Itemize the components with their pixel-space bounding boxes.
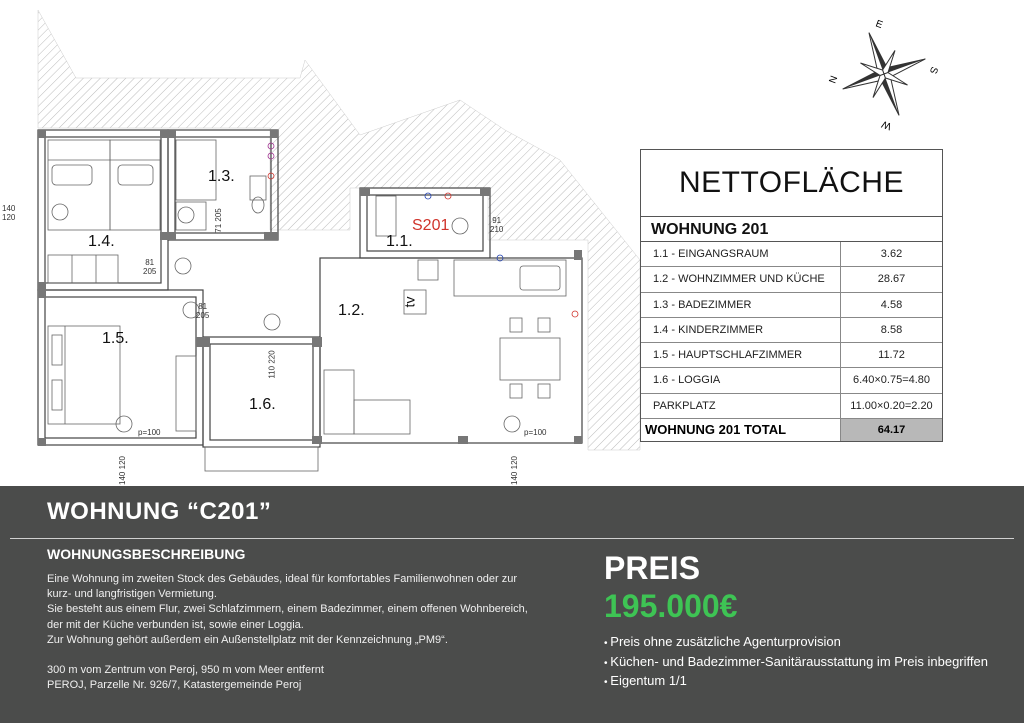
table-row: 1.3 - BADEZIMMER 4.58 [641,292,942,318]
description-line: der mit der Küche verbunden ist, sowie e… [47,618,304,631]
floor-plan [37,9,641,472]
list-item: Eigentum 1/1 [604,672,988,692]
description-line: Eine Wohnung im zweiten Stock des Gebäud… [47,573,517,585]
row-value: 28.67 [877,273,906,286]
row-label: 1.2 - WOHNZIMMER UND KÜCHE [641,267,841,292]
total-value: 64.17 [841,419,942,442]
room-label-1-2: 1.2. [338,302,365,319]
tv-label: tv [401,296,418,308]
row-value: 11.00×0.20=2.20 [850,399,933,412]
row-value: 4.58 [880,298,903,311]
feature-list: Preis ohne zusätzliche Agenturprovision … [604,633,988,692]
price-value: 195.000€ [604,588,738,624]
room-label-1-1: 1.1. [386,233,413,250]
row-label: PARKPLATZ [641,393,841,419]
location-line: PEROJ, Parzelle Nr. 926/7, Katastergemei… [47,679,302,692]
price-heading: PREIS [604,550,701,586]
room-label-1-5: 1.5. [102,330,129,347]
compass-rose-icon: N E S W [827,18,940,132]
row-value: 3.62 [880,248,903,260]
apartment-title: WOHNUNG “C201” [47,498,272,525]
row-label: 1.3 - BADEZIMMER [641,292,841,317]
dim-door-loggia: 110 220 [267,350,277,379]
row-label: 1.5 - HAUPTSCHLAFZIMMER [641,343,841,368]
dim-parapet-b: p=100 [524,428,547,437]
room-label-1-3: 1.3. [208,168,235,185]
unit-code: S201 [412,217,450,234]
area-table: NETTOFLÄCHE WOHNUNG 201 1.1 - EINGANGSRA… [640,149,943,442]
row-value: 8.58 [880,323,903,336]
table-row: 1.5 - HAUPTSCHLAFZIMMER 11.72 [641,343,942,369]
table-row: 1.1 - EINGANGSRAUM 3.62 [641,242,942,268]
room-label-1-4: 1.4. [88,233,115,250]
terrain-hatch [37,9,641,451]
compass-e: E [874,18,884,31]
description-line: kurz- und langfristigen Vermietung. [47,588,217,601]
dim-parapet-a: p=100 [138,428,161,437]
compass-n: N [827,74,840,85]
room-label-1-6: 1.6. [249,396,276,413]
table-row: 1.2 - WOHNZIMMER UND KÜCHE 28.67 [641,267,942,293]
row-label: 1.1 - EINGANGSRAUM [641,242,841,267]
description-line: Zur Wohnung gehört außerdem ein Außenste… [47,633,448,646]
location-line: 300 m vom Zentrum von Peroj, 950 m vom M… [47,664,324,677]
divider [10,538,1014,539]
table-row: 1.4 - KINDERZIMMER 8.58 [641,317,942,344]
info-panel: WOHNUNG “C201” WOHNUNGSBESCHREIBUNG Eine… [0,486,1024,723]
dim-door-bath: 71 205 [213,208,223,233]
list-item: Preis ohne zusätzliche Agenturprovision [604,633,988,653]
description: Eine Wohnung im zweiten Stock des Gebäud… [47,572,587,693]
row-label: 1.6 - LOGGIA [641,368,841,393]
total-label: WOHNUNG 201 TOTAL [641,419,841,442]
table-header: NETTOFLÄCHE [641,150,942,217]
description-heading: WOHNUNGSBESCHREIBUNG [47,546,246,562]
list-item: Küchen- und Badezimmer-Sanitärausstattun… [604,653,988,673]
row-value: 11.72 [878,349,905,362]
dim-window-bottom-1: 140 120 [117,456,127,485]
compass-s: S [927,65,940,75]
table-row: PARKPLATZ 11.00×0.20=2.20 [641,393,942,420]
table-row: 1.6 - LOGGIA 6.40×0.75=4.80 [641,368,942,394]
compass-w: W [880,118,893,132]
dim-window-bottom-2: 140 120 [509,456,519,485]
row-value: 6.40×0.75=4.80 [852,374,931,387]
description-line: Sie besteht aus einem Flur, zwei Schlafz… [47,603,528,616]
table-subheader: WOHNUNG 201 [641,217,942,242]
row-label: 1.4 - KINDERZIMMER [641,317,841,343]
